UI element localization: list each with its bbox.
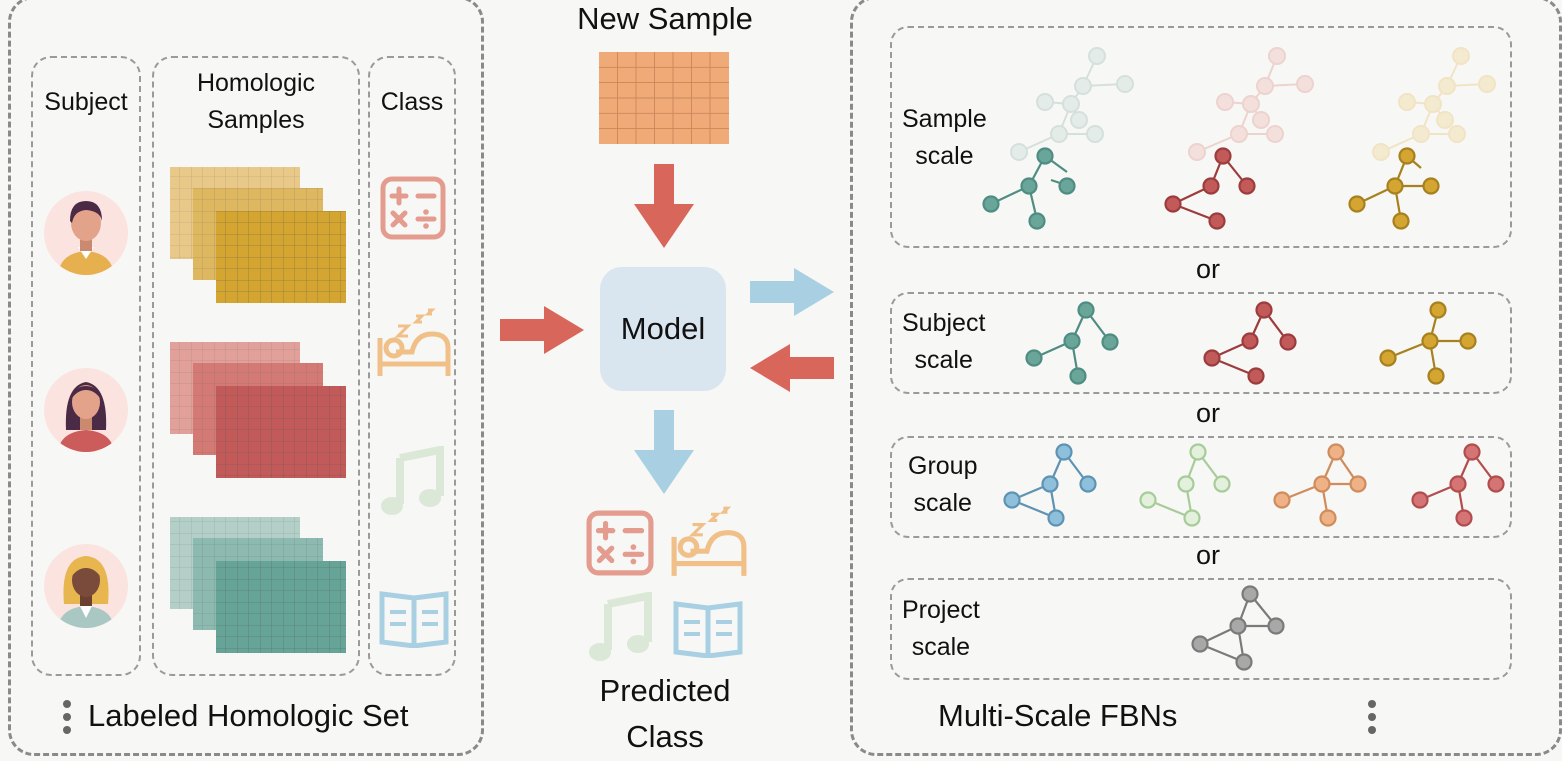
samples-label: Homologic Samples [196, 69, 316, 134]
left-footer: Labeled Homologic Set [88, 698, 409, 733]
class-column [368, 56, 456, 676]
sample-scale-networks [982, 47, 1496, 230]
labeled-homologic-set-panel [8, 0, 484, 756]
model-box[interactable]: Model [600, 267, 726, 391]
sample-scale-box [890, 26, 1512, 248]
subject-avatar-3 [44, 544, 128, 628]
group-scale-networks [1003, 443, 1505, 527]
subject-scale-label: Subject scale [902, 309, 986, 374]
subject-column [31, 56, 141, 676]
book-icon [673, 601, 743, 658]
more-dots-right [1368, 700, 1376, 739]
or-text: or [1195, 398, 1220, 428]
math-icon [586, 510, 654, 576]
project-scale-network [1191, 585, 1285, 671]
music-icon [589, 592, 652, 661]
samples-column [152, 56, 360, 676]
math-icon [380, 176, 446, 240]
multi-scale-fbns-panel [850, 0, 1562, 756]
or-text: or [1195, 254, 1220, 284]
new-sample-grid [599, 52, 729, 144]
new-sample-title: New Sample [577, 1, 753, 36]
arrow-down-to-prediction [634, 410, 694, 494]
model-label: Model [620, 311, 706, 346]
group-scale-label: Group scale [908, 452, 978, 517]
sleep-icon [671, 506, 747, 576]
subject-label: Subject [44, 88, 128, 116]
subject-scale-box [890, 292, 1512, 394]
arrow-down-to-model [634, 164, 694, 248]
arrow-right-to-model [500, 306, 584, 354]
group-scale-box [890, 436, 1512, 538]
subject-scale-networks [1025, 301, 1477, 385]
subject-avatar-2 [44, 368, 128, 452]
predicted-class-label: Predicted Class [599, 673, 731, 754]
project-scale-box [890, 578, 1512, 680]
right-footer: Multi-Scale FBNs [938, 698, 1178, 733]
class-label: Class [380, 88, 444, 116]
or-text: or [1195, 540, 1220, 570]
sample-grids [170, 167, 346, 653]
subject-avatar-1 [44, 191, 128, 275]
sleep-icon [377, 308, 451, 376]
music-icon [381, 446, 444, 515]
arrow-from-fbns [750, 344, 834, 392]
sample-scale-label: Sample scale [902, 105, 987, 170]
project-scale-label: Project scale [902, 596, 980, 661]
book-icon [379, 591, 449, 648]
more-dots-left [63, 700, 71, 739]
arrow-to-fbns [750, 268, 834, 316]
